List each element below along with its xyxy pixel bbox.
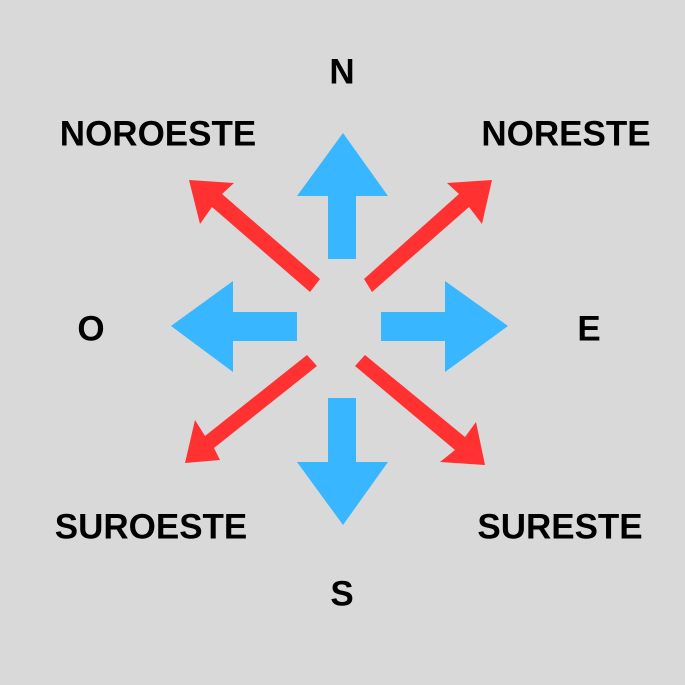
label-east: E bbox=[577, 309, 601, 349]
label-northeast: NORESTE bbox=[481, 114, 651, 154]
arrow-north bbox=[297, 133, 388, 259]
arrow-northeast bbox=[364, 180, 492, 292]
arrow-south bbox=[297, 398, 388, 525]
arrow-east bbox=[381, 281, 508, 372]
arrow-west bbox=[171, 281, 297, 372]
label-west: O bbox=[77, 309, 105, 349]
label-northwest: NOROESTE bbox=[59, 114, 257, 154]
arrow-northwest bbox=[189, 180, 320, 292]
label-southeast: SURESTE bbox=[477, 507, 643, 547]
arrow-southeast bbox=[355, 355, 485, 465]
label-north: N bbox=[329, 52, 355, 92]
arrow-southwest bbox=[185, 355, 317, 463]
label-southwest: SUROESTE bbox=[54, 507, 248, 547]
label-south: S bbox=[330, 574, 354, 614]
